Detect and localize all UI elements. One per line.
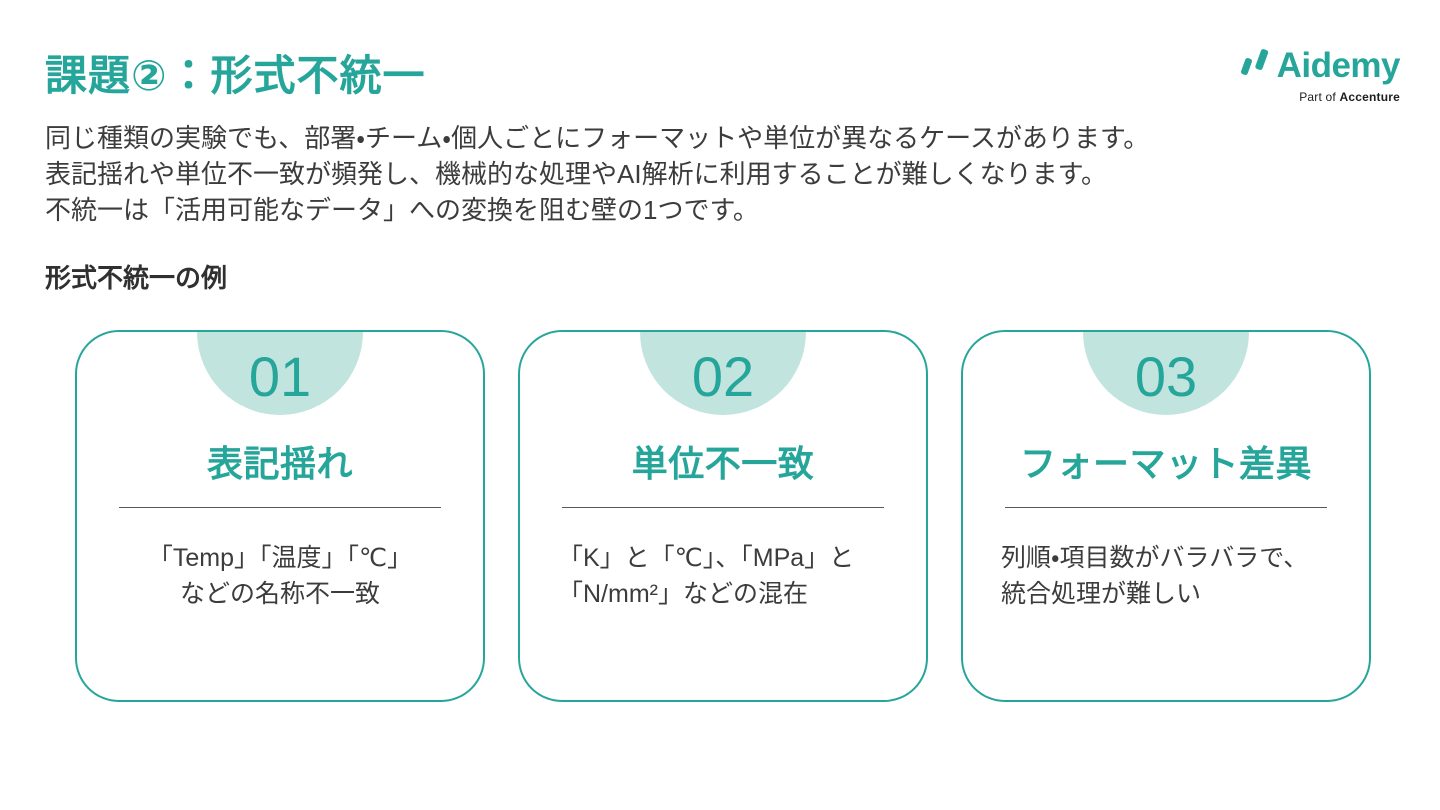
card-divider bbox=[1005, 507, 1327, 508]
card-number-badge: 02 bbox=[640, 332, 806, 415]
intro-line-2: 表記揺れや単位不一致が頻発し、機械的な処理やAI解析に利用することが難しくなりま… bbox=[45, 159, 1107, 189]
card-number: 01 bbox=[248, 344, 312, 408]
card-description: 「K」と「℃」、「MPa」と 「N/mm²」などの混在 bbox=[558, 544, 855, 608]
aidemy-logo-icon bbox=[1240, 49, 1268, 75]
intro-line-1: 同じ種類の実験でも、部署・チーム・個人ごとにフォーマットや単位が異なるケースがあ… bbox=[45, 123, 1150, 153]
card-number: 02 bbox=[691, 344, 755, 408]
card-format-sai: 03 フォーマット差異 列順・項目数がバラバラで、 統合処理が難しい bbox=[961, 330, 1371, 702]
intro-paragraph: 同じ種類の実験でも、部署・チーム・個人ごとにフォーマットや単位が異なるケースがあ… bbox=[45, 120, 1149, 228]
cards-row: 01 表記揺れ 「Temp」「温度」「℃」 などの名称不一致 02 単位不一致 … bbox=[75, 330, 1371, 702]
aidemy-logo-row: Aidemy bbox=[1240, 44, 1401, 86]
card-title: 単位不一致 bbox=[631, 443, 815, 484]
aidemy-logo-text: Aidemy bbox=[1276, 45, 1401, 85]
card-hyoki-yure: 01 表記揺れ 「Temp」「温度」「℃」 などの名称不一致 bbox=[75, 330, 485, 702]
card-divider bbox=[119, 507, 441, 508]
card-title: フォーマット差異 bbox=[1019, 443, 1312, 484]
logo-tagline: Part of Accenture bbox=[1299, 90, 1400, 104]
card-description: 「Temp」「温度」「℃」 などの名称不一致 bbox=[147, 544, 413, 608]
card-number-badge: 03 bbox=[1083, 332, 1249, 415]
card-number-badge: 01 bbox=[197, 332, 363, 415]
card-description: 列順・項目数がバラバラで、 統合処理が難しい bbox=[1001, 544, 1309, 608]
intro-line-3: 不統一は「活用可能なデータ」への変換を阻む壁の1つです。 bbox=[45, 195, 759, 225]
section-label: 形式不統一の例 bbox=[45, 263, 228, 293]
card-tani-fuicchi: 02 単位不一致 「K」と「℃」、「MPa」と 「N/mm²」などの混在 bbox=[518, 330, 928, 702]
logo-tagline-brand: Accenture bbox=[1339, 90, 1400, 104]
page-title: 課題②：形式不統一 bbox=[45, 52, 426, 99]
card-number: 03 bbox=[1134, 344, 1198, 408]
card-title: 表記揺れ bbox=[206, 443, 353, 484]
card-divider bbox=[562, 507, 884, 508]
logo-tagline-prefix: Part of bbox=[1299, 90, 1340, 104]
aidemy-logo: Aidemy Part of Accenture bbox=[1240, 44, 1401, 104]
